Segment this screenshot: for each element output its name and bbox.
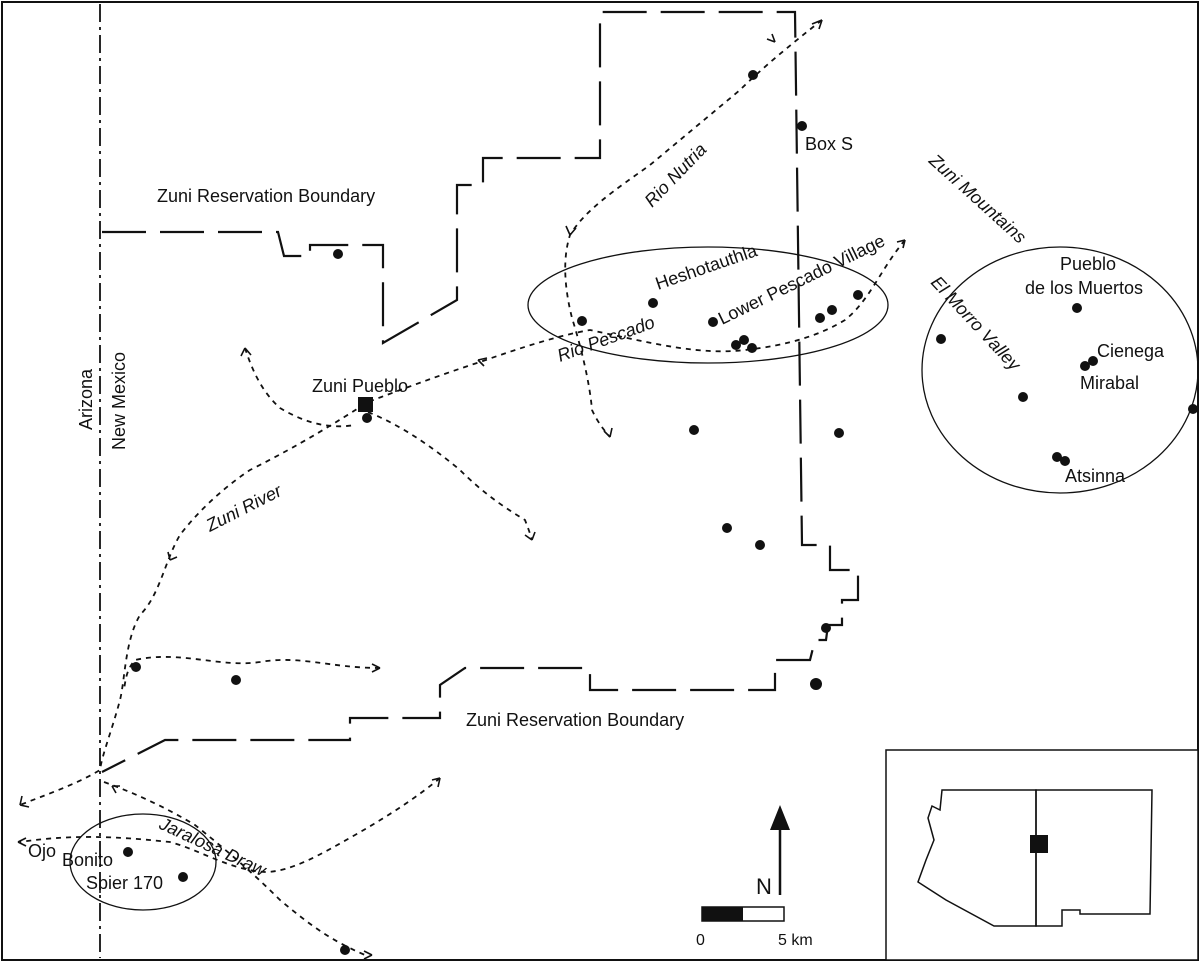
arrow-icon — [811, 19, 823, 30]
zuni-river-line — [19, 239, 906, 806]
ojo-label: Ojo — [28, 841, 56, 861]
north-arrow: N — [756, 805, 790, 899]
arrow-icon — [565, 225, 577, 236]
arrow-icon — [896, 239, 906, 249]
site-dot-icon — [748, 70, 758, 80]
north-arrow-head-icon — [770, 805, 790, 830]
site-dot-icon — [827, 305, 837, 315]
rivers — [19, 19, 906, 956]
scale-bar-segment-dark — [702, 907, 743, 921]
arrow-icon — [603, 427, 613, 438]
spier-170-label: Spier 170 — [86, 873, 163, 893]
site-dot-icon — [648, 298, 658, 308]
zuni-river-label: Zuni River — [202, 480, 286, 536]
el-morro-cluster-ellipse — [921, 246, 1199, 494]
bonito-label: Bonito — [62, 850, 113, 870]
south-tributary-line — [123, 656, 381, 691]
site-dot-icon — [722, 523, 732, 533]
zuni-mountains-label: Zuni Mountains — [925, 149, 1031, 247]
site-dot-icon — [131, 662, 141, 672]
pueblo-de-los-muertos-label-2: de los Muertos — [1025, 278, 1143, 298]
locator-inset — [885, 749, 1199, 961]
site-dot-icon — [1072, 303, 1082, 313]
site-dot-icon — [689, 425, 699, 435]
site-dot-icon — [362, 413, 372, 423]
site-dot-icon — [123, 847, 133, 857]
arrow-icon — [363, 950, 373, 960]
arizona-outline — [917, 789, 1037, 927]
flow-arrows — [17, 19, 906, 960]
arrow-icon — [477, 357, 488, 367]
site-dot-icon — [815, 313, 825, 323]
scale-start-label: 0 — [696, 932, 705, 949]
el-morro-valley-label: El Morro Valley — [927, 272, 1025, 375]
site-dot-icon — [178, 872, 188, 882]
site-dot-icon — [810, 678, 822, 690]
boundary-label-north: Zuni Reservation Boundary — [157, 186, 375, 206]
pueblo-tributary-line — [367, 411, 533, 541]
arrow-icon — [766, 33, 776, 43]
arrow-icon — [19, 795, 30, 808]
arrow-icon — [431, 777, 441, 788]
atsinna-label: Atsinna — [1065, 466, 1126, 486]
arizona-label: Arizona — [76, 368, 96, 430]
rio-nutria-label: Rio Nutria — [640, 139, 710, 210]
site-dot-icon — [747, 343, 757, 353]
ojo-bonito-cluster-ellipse — [69, 813, 217, 911]
site-dot-icon — [739, 335, 749, 345]
site-dot-icon — [755, 540, 765, 550]
site-dot-icon — [853, 290, 863, 300]
mirabal-label: Mirabal — [1080, 373, 1139, 393]
new-mexico-label: New Mexico — [109, 352, 129, 450]
box-s-label: Box S — [805, 134, 853, 154]
new-mexico-outline — [1035, 789, 1153, 927]
site-dot-icon — [821, 623, 831, 633]
site-dot-icon — [333, 249, 343, 259]
site-dot-icon — [1060, 456, 1070, 466]
site-dot-icon — [577, 316, 587, 326]
boundary-label-south: Zuni Reservation Boundary — [466, 710, 684, 730]
arrow-icon — [17, 837, 27, 847]
sites — [123, 70, 1198, 955]
site-dot-icon — [936, 334, 946, 344]
site-dot-icon — [1018, 392, 1028, 402]
pueblo-square-icon — [358, 397, 373, 412]
site-dot-icon — [797, 121, 807, 131]
locator-square-icon — [1030, 835, 1048, 853]
jaralosa-draw-label: Jaralosa Draw — [155, 813, 270, 881]
site-dot-icon — [1080, 361, 1090, 371]
arrow-icon — [111, 785, 120, 794]
reservation-boundary — [101, 10, 860, 773]
site-dot-icon — [731, 340, 741, 350]
site-dot-icon — [1052, 452, 1062, 462]
arrow-icon — [371, 663, 381, 673]
site-dot-icon — [708, 317, 718, 327]
site-dot-icon — [231, 675, 241, 685]
site-dot-icon — [1088, 356, 1098, 366]
site-dot-icon — [834, 428, 844, 438]
rio-pescado-label: Rio Pescado — [555, 312, 658, 366]
arrow-icon — [240, 347, 252, 357]
site-dot-icon — [340, 945, 350, 955]
scale-bar: 0 5 km — [696, 906, 813, 949]
rio-nutria-line — [564, 19, 823, 438]
north-label: N — [756, 874, 772, 899]
cienega-label: Cienega — [1097, 341, 1165, 361]
jaralosa-draw-line — [103, 781, 366, 956]
pueblo-de-los-muertos-label-1: Pueblo — [1060, 254, 1116, 274]
arrow-icon — [167, 551, 178, 561]
arrow-icon — [524, 531, 536, 541]
zuni-pueblo-label: Zuni Pueblo — [312, 376, 408, 396]
se-arroyo-line — [19, 777, 441, 873]
nw-tributary-line — [244, 347, 356, 428]
pescado-cluster-ellipse — [527, 246, 889, 364]
site-dot-icon — [1188, 404, 1198, 414]
scale-end-label: 5 km — [778, 932, 813, 949]
inset-frame — [885, 749, 1199, 961]
